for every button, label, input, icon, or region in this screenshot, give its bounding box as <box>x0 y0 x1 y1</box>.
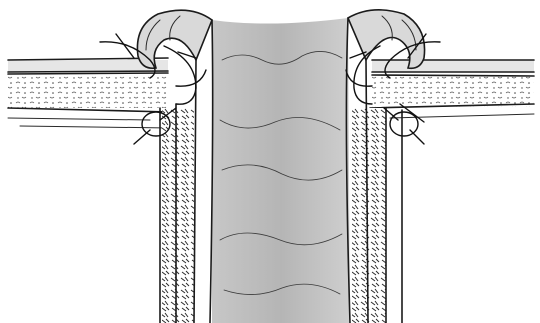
right-stippled-band <box>372 75 534 107</box>
right-horizontal-tissue-layer <box>370 60 534 118</box>
left-muscle-layer <box>162 108 194 323</box>
tube-lumen <box>212 18 350 323</box>
left-stippled-band <box>8 74 168 108</box>
right-muscle-layer <box>352 108 386 323</box>
right-outer-band <box>372 60 534 72</box>
left-horizontal-tissue-layer <box>8 58 170 128</box>
